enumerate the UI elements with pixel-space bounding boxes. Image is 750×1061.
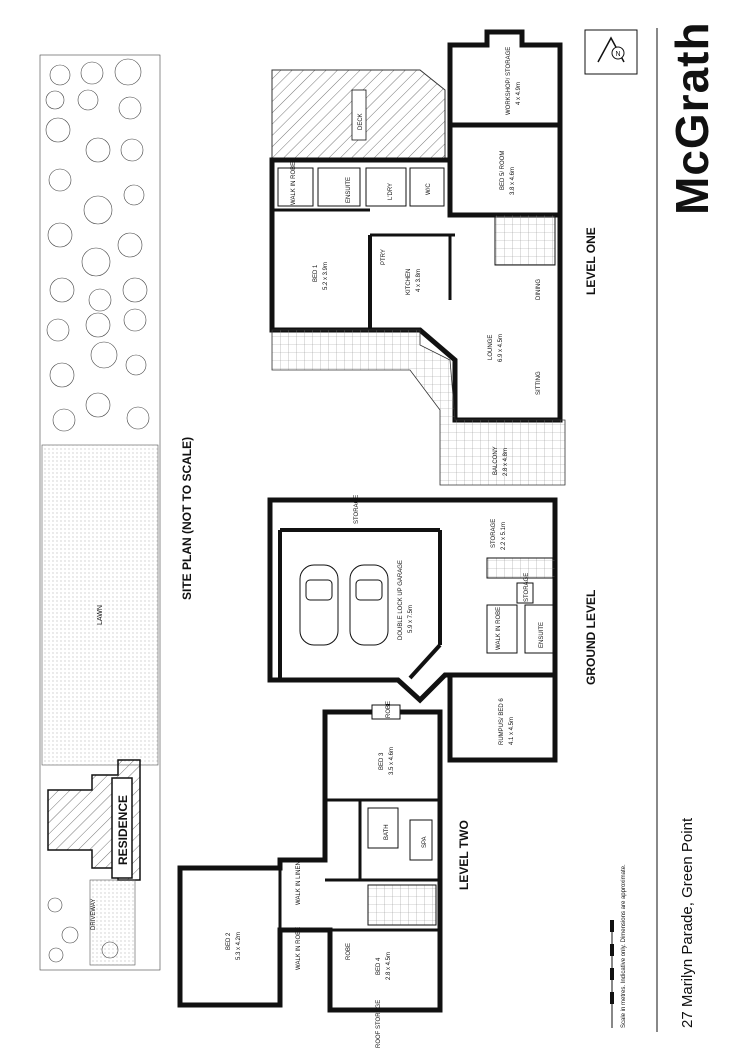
l2-robe: ROBE bbox=[386, 701, 392, 718]
balcony-dims: 2.8 x 4.8m bbox=[503, 448, 509, 476]
bed4-dims: 2.8 x 4.5m bbox=[386, 952, 392, 980]
roof-storage: ROOF STORAGE bbox=[376, 1000, 382, 1048]
bed4-name: BED 4 bbox=[376, 957, 382, 975]
workshop-name: WORKSHOP/ STORAGE bbox=[506, 47, 512, 115]
scale-note: Scale in metres. Indicative only. Dimens… bbox=[621, 864, 627, 1028]
north-compass: N bbox=[584, 29, 638, 75]
balcony-name: BALCONY bbox=[493, 446, 499, 475]
bed3-name: BED 3 bbox=[379, 752, 385, 770]
l2-walk-in-linen: WALK IN LINEN bbox=[296, 861, 302, 905]
site-plan-title: SITE PLAN (NOT TO SCALE) bbox=[180, 437, 194, 600]
l2-stairs bbox=[367, 884, 437, 926]
rumpus-name: RUMPUS/ BED 6 bbox=[499, 698, 505, 745]
gl-storage-strip: STORAGE bbox=[354, 495, 360, 524]
bed5-name: BED 5/ ROOM bbox=[500, 151, 506, 190]
l2-bath: BATH bbox=[384, 824, 390, 840]
gl-ensuite: ENSUITE bbox=[539, 622, 545, 648]
brand-logo: McGrath bbox=[666, 21, 718, 215]
scale-bar: Scale in metres. Indicative only. Dimens… bbox=[610, 864, 627, 1028]
l2-spa: SPA bbox=[422, 836, 428, 848]
bed5-dims: 3.8 x 4.6m bbox=[510, 167, 516, 195]
l1-ensuite: ENSUITE bbox=[346, 177, 352, 203]
lounge-dims: 6.9 x 4.5m bbox=[498, 334, 504, 362]
l2-walk-in-robe: WALK IN ROBE bbox=[296, 927, 302, 970]
gl-walk-in-robe: WALK IN ROBE bbox=[496, 607, 502, 650]
rumpus-dims: 4.1 x 4.5m bbox=[509, 717, 515, 745]
l1-laundry: L'DRY bbox=[388, 183, 394, 200]
site-plan: LAWN RESIDENCE DRIVEWAY SITE PLAN (NOT T… bbox=[39, 54, 194, 971]
kitchen-name: KITCHEN bbox=[406, 269, 412, 295]
garage-name: DOUBLE LOCK UP GARAGE bbox=[398, 560, 404, 640]
lawn-label: LAWN bbox=[97, 605, 104, 625]
bed3-dims: 3.5 x 4.6m bbox=[389, 747, 395, 775]
level-one-plan: DECK WORKSHOP/ STORAGE 4 x 4.9m BED 5/ R… bbox=[269, 29, 598, 486]
gl-storage-name: STORAGE bbox=[491, 519, 497, 548]
gl-storage-dims: 2.2 x 5.1m bbox=[501, 522, 507, 550]
compass-label: N bbox=[616, 51, 621, 58]
ground-level-title: GROUND LEVEL bbox=[584, 590, 598, 685]
bed1-dims: 5.2 x 3.9m bbox=[323, 262, 329, 290]
l2-robe2: ROBE bbox=[346, 943, 352, 960]
bed1-name: BED 1 bbox=[313, 264, 319, 282]
front-garden bbox=[47, 897, 119, 963]
residence-building: RESIDENCE bbox=[47, 759, 141, 881]
driveway-area bbox=[89, 879, 136, 966]
brand-strip: McGrath 27 Marilyn Parade, Green Point bbox=[656, 21, 718, 1032]
lawn-area bbox=[41, 444, 159, 766]
residence-label: RESIDENCE bbox=[116, 795, 130, 865]
l1-wc: W/C bbox=[426, 183, 432, 195]
lounge-name: LOUNGE bbox=[488, 335, 494, 360]
garage-dims: 5.9 x 7.5m bbox=[408, 605, 414, 633]
pantry-label: PTRY bbox=[381, 249, 387, 265]
driveway-label: DRIVEWAY bbox=[91, 899, 97, 930]
dining-label: DINING bbox=[536, 279, 542, 300]
l1-walk-in-robe: WALK IN ROBE bbox=[291, 162, 297, 205]
deck-label: DECK bbox=[358, 113, 364, 130]
ground-level-plan: STORAGE DOUBLE LOCK UP GARAGE 5.9 x 7.5m… bbox=[267, 495, 598, 763]
property-address: 27 Marilyn Parade, Green Point bbox=[679, 817, 696, 1028]
balcony-area bbox=[271, 329, 566, 486]
level-one-title: LEVEL ONE bbox=[584, 227, 598, 295]
sitting-label: SITTING bbox=[536, 371, 542, 395]
garden-trees bbox=[45, 58, 150, 432]
level-two-title: LEVEL TWO bbox=[457, 820, 471, 890]
bed2-name: BED 2 bbox=[226, 932, 232, 950]
level-two-plan: ROBE BED 3 3.5 x 4.6m BATH SPA BED 2 5.3… bbox=[177, 701, 471, 1048]
gl-stairs bbox=[486, 557, 556, 579]
l1-stairs bbox=[494, 214, 556, 266]
kitchen-dims: 4 x 3.8m bbox=[416, 269, 422, 292]
gl-storage-small: STORAGE bbox=[524, 573, 530, 602]
workshop-dims: 4 x 4.9m bbox=[516, 82, 522, 105]
car-icons bbox=[299, 564, 389, 646]
bed2-dims: 5.3 x 4.2m bbox=[236, 932, 242, 960]
